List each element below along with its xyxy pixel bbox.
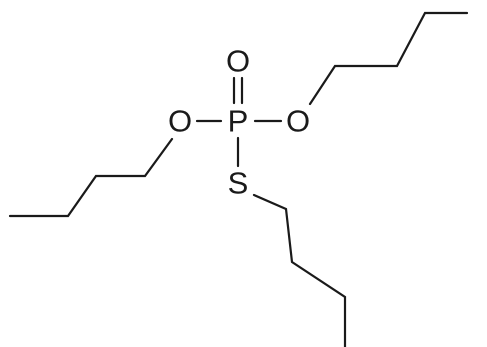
butyl-chain-sulfur	[252, 193, 347, 347]
butyl-chain-right	[308, 11, 469, 106]
double-bond-p-o	[232, 76, 244, 105]
atom-oxygen-left: O	[168, 104, 192, 139]
butyl-chain-left	[8, 137, 174, 218]
atom-phosphorus: P	[228, 104, 249, 139]
atom-sulfur: S	[228, 166, 249, 201]
atom-oxygen-right: O	[286, 104, 310, 139]
atom-oxygen-double: O	[226, 44, 250, 79]
